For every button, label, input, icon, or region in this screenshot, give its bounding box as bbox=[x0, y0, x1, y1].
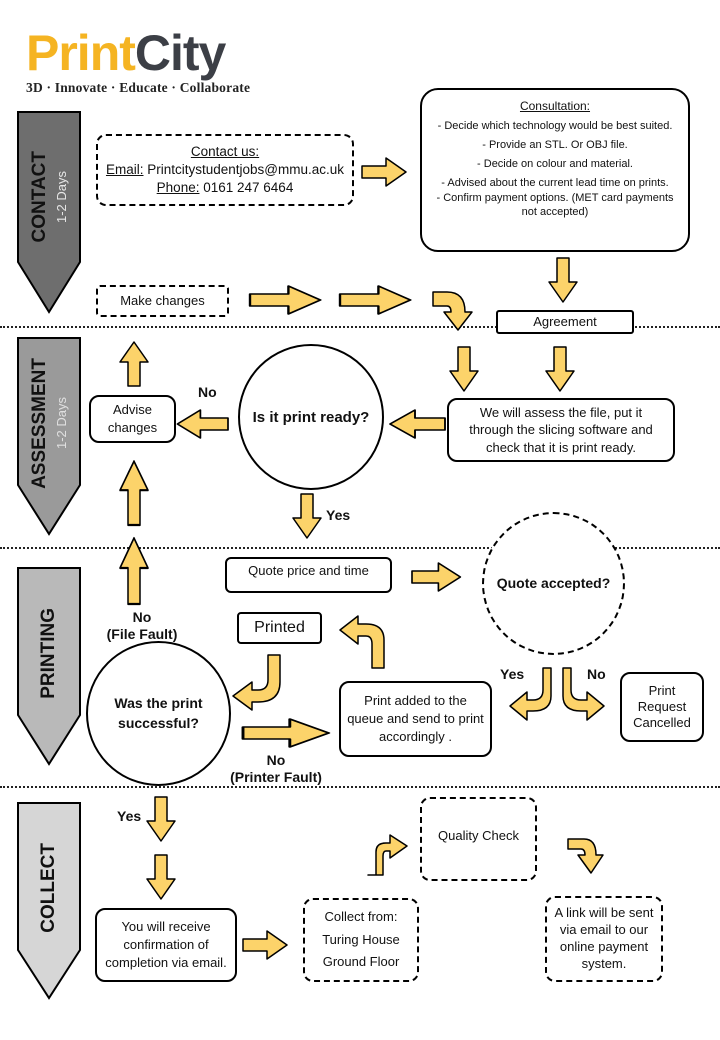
curved-arrow-quality bbox=[567, 838, 604, 874]
divider-contact-assessment bbox=[0, 326, 720, 328]
logo-tagline: 3D · Innovate · Educate · Collaborate bbox=[26, 80, 251, 95]
make-changes-box: Make changes bbox=[96, 285, 229, 317]
print-cancelled-box: Print Request Cancelled bbox=[620, 672, 704, 742]
arrow-left bbox=[176, 409, 229, 439]
arrow-right bbox=[361, 157, 407, 187]
printed-box: Printed bbox=[237, 612, 322, 644]
divider-printing-collect bbox=[0, 786, 720, 788]
arrow-down bbox=[449, 346, 479, 392]
confirmation-box: You will receive confirmation of complet… bbox=[95, 908, 237, 982]
logo-word-print: Print bbox=[26, 25, 136, 81]
email-label: Email: bbox=[105, 161, 144, 177]
arrow-up bbox=[118, 460, 150, 527]
collect-line: Turing House bbox=[322, 931, 400, 947]
curved-arrow-return bbox=[339, 615, 385, 669]
was-print-successful-decision: Was the print successful? bbox=[86, 641, 231, 786]
stage-shape-printing bbox=[17, 567, 81, 766]
quote-accepted-decision: Quote accepted? bbox=[482, 512, 625, 655]
no-label: No bbox=[198, 384, 217, 400]
printcity-logo: PrintCity 3D · Innovate · Educate · Coll… bbox=[26, 28, 250, 96]
arrow-down bbox=[292, 493, 322, 539]
consultation-item: - Confirm payment options. (MET card pay… bbox=[436, 191, 674, 219]
curved-arrow-yes bbox=[509, 667, 552, 721]
print-added-box: Print added to the queue and send to pri… bbox=[339, 681, 492, 757]
arrow-down bbox=[146, 796, 176, 842]
arrow-down bbox=[146, 854, 176, 900]
collect-from-box: Collect from: Turing House Ground Floor bbox=[303, 898, 419, 982]
contact-title: Contact us: bbox=[190, 143, 260, 159]
consultation-item: - Decide which technology would be best … bbox=[437, 120, 673, 133]
arrow-up bbox=[118, 536, 150, 606]
arrow-up bbox=[119, 341, 149, 387]
arrow-right bbox=[242, 930, 288, 960]
collect-line: Collect from: bbox=[324, 908, 398, 924]
consultation-title: Consultation: bbox=[519, 99, 591, 113]
divider-assessment-printing bbox=[0, 547, 720, 549]
arrow-left bbox=[389, 409, 446, 439]
quality-check-box: Quality Check bbox=[420, 797, 537, 881]
arrow-right bbox=[338, 284, 412, 316]
consultation-item: - Advised about the current lead time on… bbox=[441, 176, 669, 189]
contact-us-box: Contact us: Email: Printcitystudentjobs@… bbox=[96, 134, 354, 206]
consultation-item: - Decide on colour and material. bbox=[477, 157, 633, 170]
collect-line: Ground Floor bbox=[322, 954, 400, 970]
arrow-down bbox=[545, 346, 575, 392]
arrow-right bbox=[248, 284, 322, 316]
printer-fault-text: (Printer Fault) bbox=[230, 768, 322, 785]
agreement-box: Agreement bbox=[496, 310, 634, 334]
payment-link-box: A link will be sent via email to our onl… bbox=[545, 896, 663, 982]
assess-file-box: We will assess the file, put it through … bbox=[447, 398, 675, 462]
quote-price-box: Quote price and time bbox=[225, 557, 392, 593]
curved-arrow-agreement bbox=[432, 291, 473, 331]
consultation-item: - Provide an STL. Or OBJ file. bbox=[482, 139, 628, 152]
printer-fault-label: No (Printer Fault) bbox=[225, 752, 327, 786]
logo-word-city: City bbox=[134, 25, 226, 81]
is-print-ready-decision: Is it print ready? bbox=[238, 344, 384, 490]
yes-label: Yes bbox=[117, 808, 142, 824]
arrow-down bbox=[548, 257, 578, 303]
stage-shape-collect bbox=[17, 802, 81, 1000]
file-fault-label: No (File Fault) bbox=[104, 609, 180, 643]
advise-changes-box: Advise changes bbox=[89, 395, 176, 443]
curved-arrow-printed bbox=[232, 654, 281, 711]
arrow-right bbox=[411, 562, 462, 592]
stage-shape-contact bbox=[17, 111, 81, 314]
stage-shape-assessment bbox=[17, 337, 81, 536]
phone-number: 0161 247 6464 bbox=[203, 180, 294, 196]
curved-arrow-collect bbox=[367, 834, 408, 876]
arrow-right bbox=[241, 717, 331, 749]
email-link[interactable]: Printcitystudentjobs@mmu.ac.uk bbox=[147, 161, 345, 177]
file-fault-text: (File Fault) bbox=[106, 625, 178, 642]
phone-label: Phone: bbox=[156, 180, 200, 196]
yes-label: Yes bbox=[500, 666, 525, 682]
curved-arrow-no bbox=[562, 667, 605, 721]
yes-label: Yes bbox=[326, 507, 351, 523]
consultation-box: Consultation: - Decide which technology … bbox=[420, 88, 690, 252]
no-label: No bbox=[587, 666, 606, 682]
